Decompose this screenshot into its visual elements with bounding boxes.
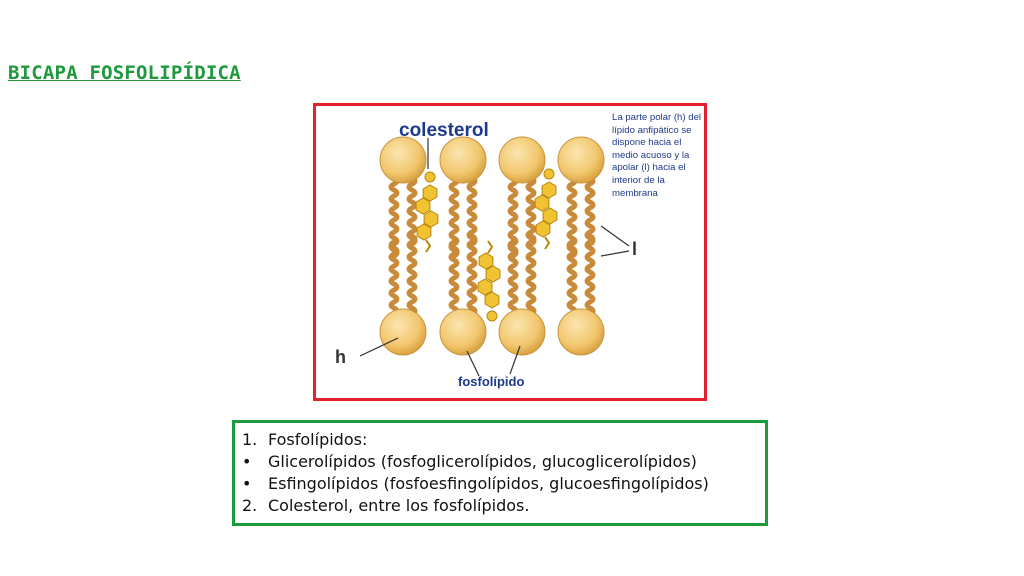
phospholipid-tail (566, 239, 578, 317)
list-marker: 1. (242, 430, 258, 449)
lipid-list: 1. Fosfolípidos: • Glicerolípidos (fosfogl… (232, 420, 768, 526)
phospholipid-pointer (466, 350, 480, 377)
phospholipid-tail (525, 175, 537, 247)
tail-pointer (600, 250, 630, 257)
phospholipid-tail (466, 175, 478, 247)
cholesterol-ring (416, 223, 432, 241)
cholesterol-molecule (477, 240, 501, 322)
head-label: h (335, 347, 346, 367)
tail-pointer (600, 225, 630, 247)
cholesterol-ring (535, 220, 551, 238)
list-item: • Esfingolípidos (fosfoesfingolípidos, gl… (242, 473, 709, 495)
phospholipid-head (557, 136, 605, 184)
phospholipid-head (498, 136, 546, 184)
head-pointer (359, 337, 399, 357)
cholesterol-tail (425, 239, 432, 253)
phospholipid-head (379, 308, 427, 356)
phospholipid-label: fosfolípido (458, 374, 525, 389)
phospholipid-tail (406, 233, 418, 317)
list-item: 1. Fosfolípidos: (242, 429, 367, 451)
cholesterol-ring (484, 291, 500, 309)
phospholipid-tail (406, 175, 418, 247)
cholesterol-ring (477, 278, 493, 296)
list-item: • Glicerolípidos (fosfoglicerolípidos, gl… (242, 451, 697, 473)
phospholipid-pointer (509, 345, 521, 375)
phospholipid-head (379, 136, 427, 184)
phospholipid-tail (448, 239, 460, 317)
list-item-text: Fosfolípidos: (268, 430, 368, 449)
phospholipid-head (557, 308, 605, 356)
list-marker: • (242, 474, 252, 493)
phospholipid-tail (507, 239, 519, 317)
cholesterol-tail (487, 240, 494, 254)
slide-title: BICAPA FOSFOLIPÍDICA (8, 62, 241, 84)
phospholipid-tail (584, 175, 596, 247)
cholesterol-ring (542, 207, 558, 225)
cholesterol-ring (415, 197, 431, 215)
cholesterol-ring (485, 265, 501, 283)
bilayer-figure: colesterol La parte polar (h) del lípido… (313, 103, 707, 401)
phospholipid-tail (525, 233, 537, 317)
list-item-text: Esfingolípidos (fosfoesfingolípidos, glu… (268, 474, 709, 493)
cholesterol-tail (544, 236, 551, 250)
cholesterol-oh (543, 168, 555, 180)
cholesterol-molecule (415, 171, 439, 253)
phospholipid-head (498, 308, 546, 356)
cholesterol-ring (534, 194, 550, 212)
list-marker: 2. (242, 496, 258, 515)
cholesterol-molecule (534, 168, 558, 250)
cholesterol-ring (422, 184, 438, 202)
cholesterol-ring (423, 210, 439, 228)
figure-note: La parte polar (h) del lípido anfipático… (612, 112, 702, 199)
list-item: 2. Colesterol, entre los fosfolípidos. (242, 495, 529, 517)
cholesterol-oh (424, 171, 436, 183)
list-marker: • (242, 452, 252, 471)
cholesterol-oh (486, 310, 498, 322)
cholesterol-label: colesterol (399, 120, 489, 141)
phospholipid-head (439, 136, 487, 184)
cholesterol-ring (478, 252, 494, 270)
phospholipid-tail (388, 239, 400, 317)
list-item-text: Colesterol, entre los fosfolípidos. (268, 496, 530, 515)
phospholipid-tail (584, 233, 596, 317)
cholesterol-ring (541, 181, 557, 199)
phospholipid-head (439, 308, 487, 356)
bilayer-illustration (359, 136, 630, 377)
phospholipid-tail (466, 233, 478, 317)
tail-label: l (632, 239, 638, 259)
list-item-text: Glicerolípidos (fosfoglicerolípidos, glu… (268, 452, 697, 471)
